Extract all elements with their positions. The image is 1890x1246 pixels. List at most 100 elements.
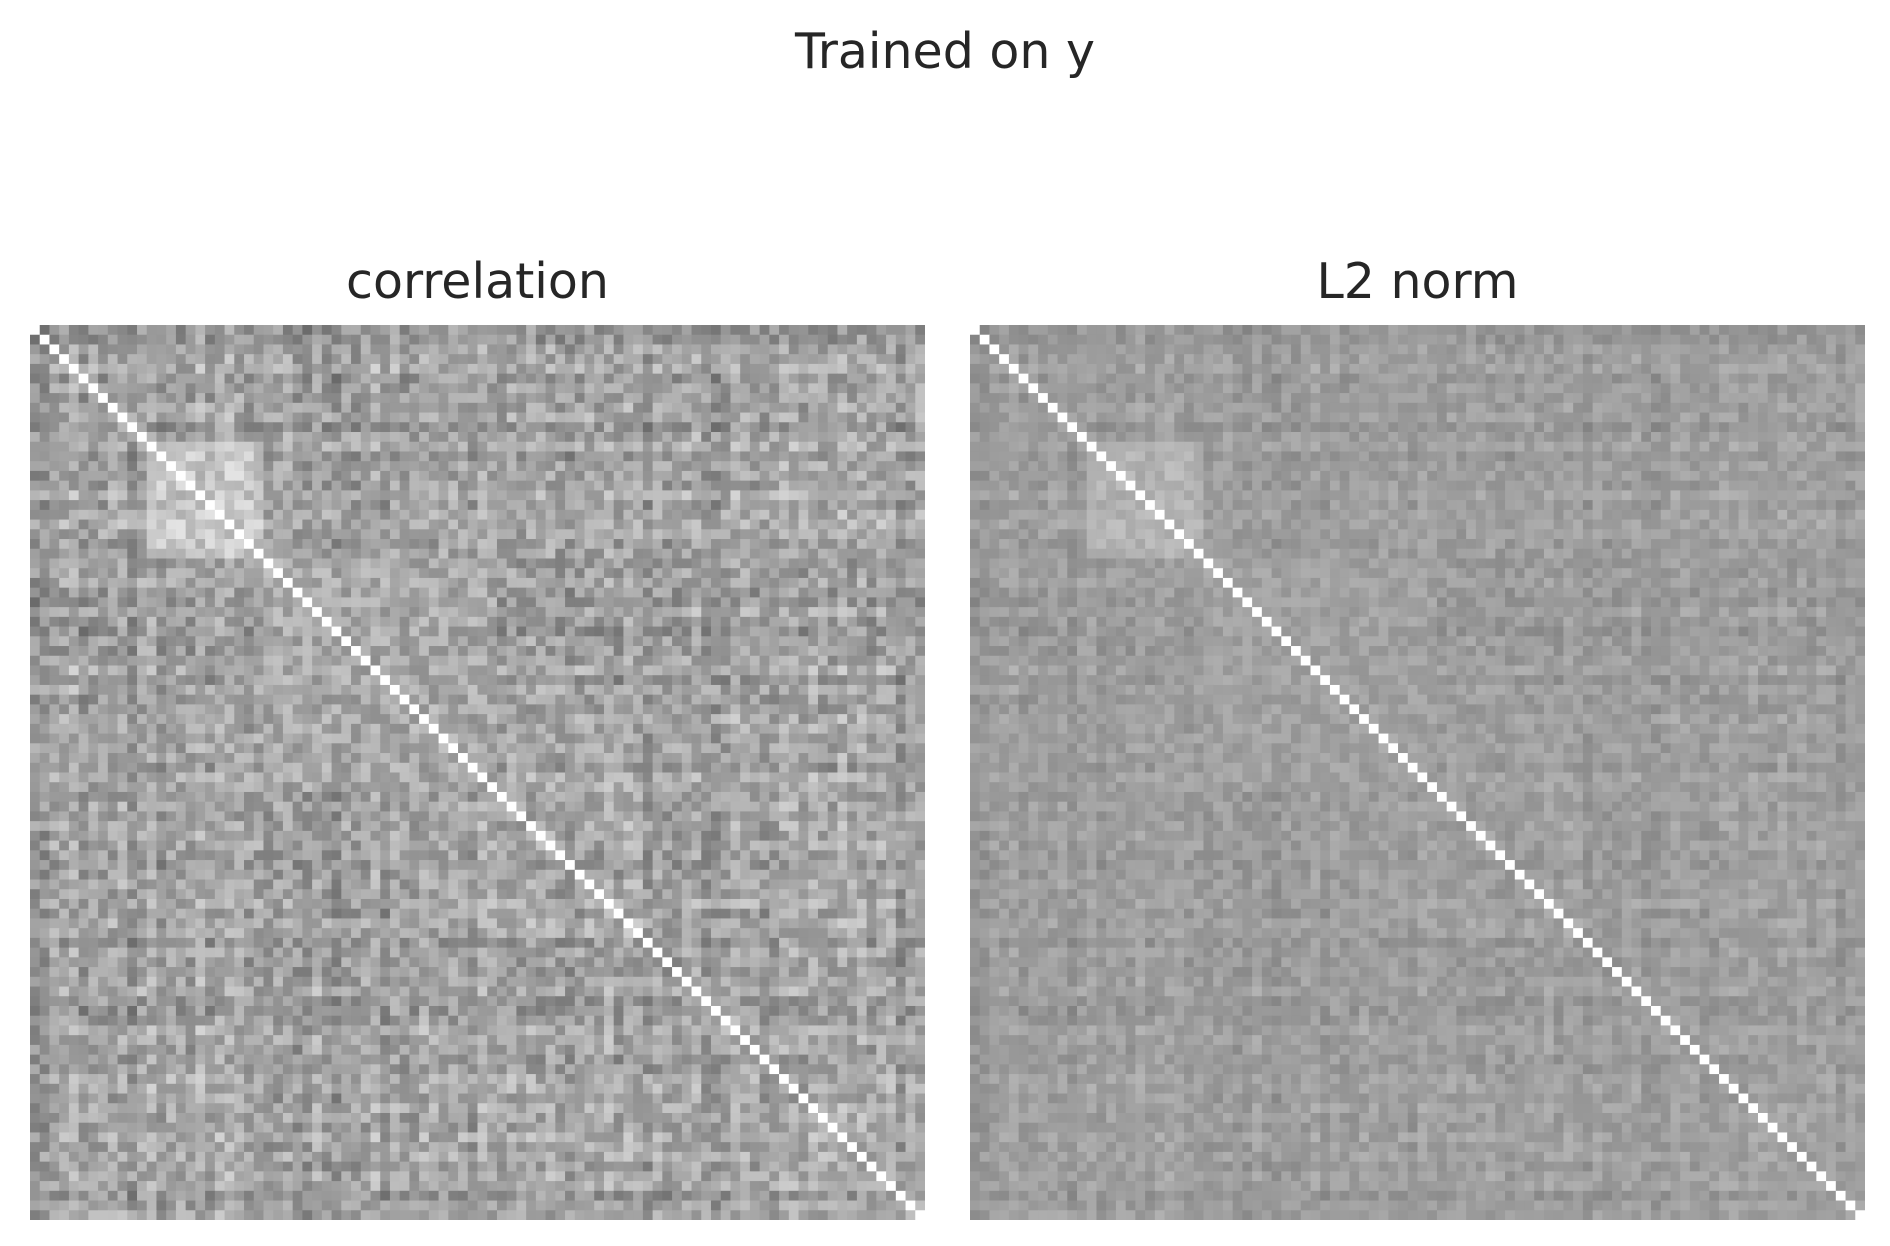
heatmap-cell [321,636,333,647]
heatmap-cell [623,811,634,822]
heatmap-cell [78,665,89,676]
heatmap-cell [477,412,488,423]
heatmap-cell [876,616,887,628]
heatmap-cell [156,665,167,676]
heatmap-cell [526,577,537,589]
heatmap-cell [292,480,303,491]
heatmap-cell [876,558,887,569]
heatmap-cell [312,470,323,482]
heatmap-cell [156,811,167,822]
heatmap-cell [759,451,770,462]
heatmap-cell [156,684,167,696]
heatmap-cell [156,490,167,501]
heatmap-cell [107,539,119,550]
heatmap-cell [263,432,274,443]
heatmap-cell [895,441,907,452]
heatmap-cell [720,655,731,666]
heatmap-cell [856,412,868,423]
heatmap-cell [691,509,702,521]
heatmap-cell [594,441,605,452]
heatmap-cell [594,811,605,822]
heatmap-cell [496,646,508,657]
heatmap-cell [565,675,576,686]
heatmap-cell [506,646,517,657]
heatmap-cell [545,694,556,705]
heatmap-cell [68,850,80,861]
heatmap-cell [389,714,401,725]
heatmap-cell [545,334,556,345]
heatmap-cell [195,568,206,579]
heatmap-cell [428,577,440,589]
heatmap-cell [185,451,196,462]
heatmap-cell [876,490,887,501]
heatmap-cell [321,684,333,696]
heatmap-cell [438,432,449,443]
heatmap-cell [584,811,595,822]
heatmap-cell [759,626,770,637]
heatmap-cell [321,811,333,822]
heatmap-cell [175,461,187,472]
heatmap-diagonal-cell [360,655,371,666]
heatmap-cell [253,354,264,365]
heatmap-cell [253,665,264,676]
heatmap-cell [146,334,157,345]
heatmap-cell [49,393,60,404]
heatmap-cell [740,577,751,589]
heatmap-cell [399,334,410,345]
heatmap-cell [565,753,576,764]
heatmap-cell [798,509,809,521]
heatmap-cell [827,354,838,365]
heatmap-cell [234,743,245,754]
heatmap-cell [730,500,741,511]
l2-norm-panel-title: L2 norm [1316,253,1519,310]
heatmap-cell [574,470,586,482]
heatmap-cell [516,714,527,725]
heatmap-cell [88,616,99,628]
heatmap-cell [351,665,362,676]
heatmap-cell [467,665,478,676]
heatmap-cell [652,840,663,851]
heatmap-cell [428,743,440,754]
heatmap-cell [312,383,323,394]
heatmap-cell [302,704,313,715]
heatmap-cell [808,344,819,355]
heatmap-cell [380,684,391,696]
heatmap-cell [856,675,868,686]
heatmap-cell [720,811,731,822]
heatmap-cell [205,723,216,735]
heatmap-cell [720,733,731,744]
heatmap-cell [88,646,99,657]
heatmap-cell [574,393,586,404]
heatmap-cell [234,480,245,491]
heatmap-cell [691,500,702,511]
heatmap-cell [487,568,498,579]
heatmap-cell [409,811,420,822]
heatmap-cell [710,519,722,530]
heatmap-cell [205,490,216,501]
heatmap-cell [273,791,284,803]
heatmap-cell [672,344,683,355]
heatmap-cell [78,587,89,598]
heatmap-cell [467,529,478,540]
heatmap-cell [613,558,624,569]
heatmap-cell [399,772,410,783]
heatmap-cell [545,821,556,832]
heatmap-cell [49,762,60,773]
heatmap-cell [681,646,693,657]
heatmap-cell [788,363,800,375]
heatmap-cell [302,646,313,657]
heatmap-cell [905,714,916,725]
heatmap-cell [720,577,731,589]
heatmap-cell [623,558,634,569]
heatmap-cell [487,490,498,501]
heatmap-cell [526,509,537,521]
heatmap-cell [380,412,391,423]
heatmap-cell [574,782,586,793]
heatmap-cell [710,607,722,618]
heatmap-cell [545,801,556,812]
heatmap-cell [905,830,916,842]
heatmap-cell [224,344,235,355]
heatmap-cell [779,558,790,569]
heatmap-cell [817,480,829,491]
heatmap-cell [623,354,634,365]
